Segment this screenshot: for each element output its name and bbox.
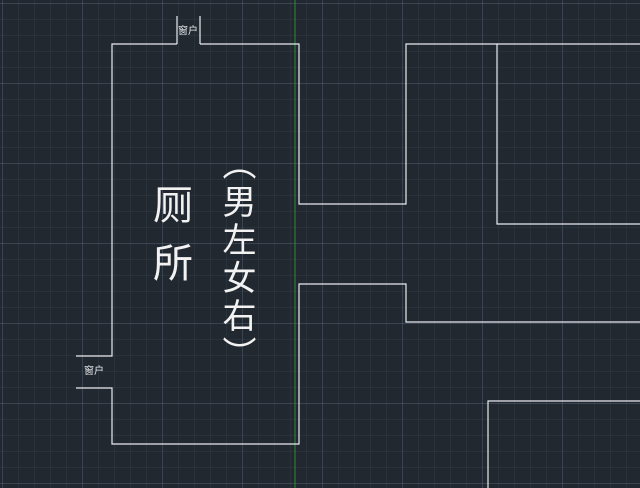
- window-label-left: 窗户: [84, 366, 104, 377]
- lower-right-room-outline: [487, 400, 640, 488]
- room-name-text: 厕所: [146, 184, 192, 300]
- room-note-text: （男左女右）: [216, 146, 256, 374]
- toilet-room-outline: [76, 43, 177, 357]
- toilet-room-outline-lower: [76, 283, 640, 445]
- window-label-top: 窗户: [178, 26, 198, 37]
- toilet-room-outline-right: [200, 43, 640, 225]
